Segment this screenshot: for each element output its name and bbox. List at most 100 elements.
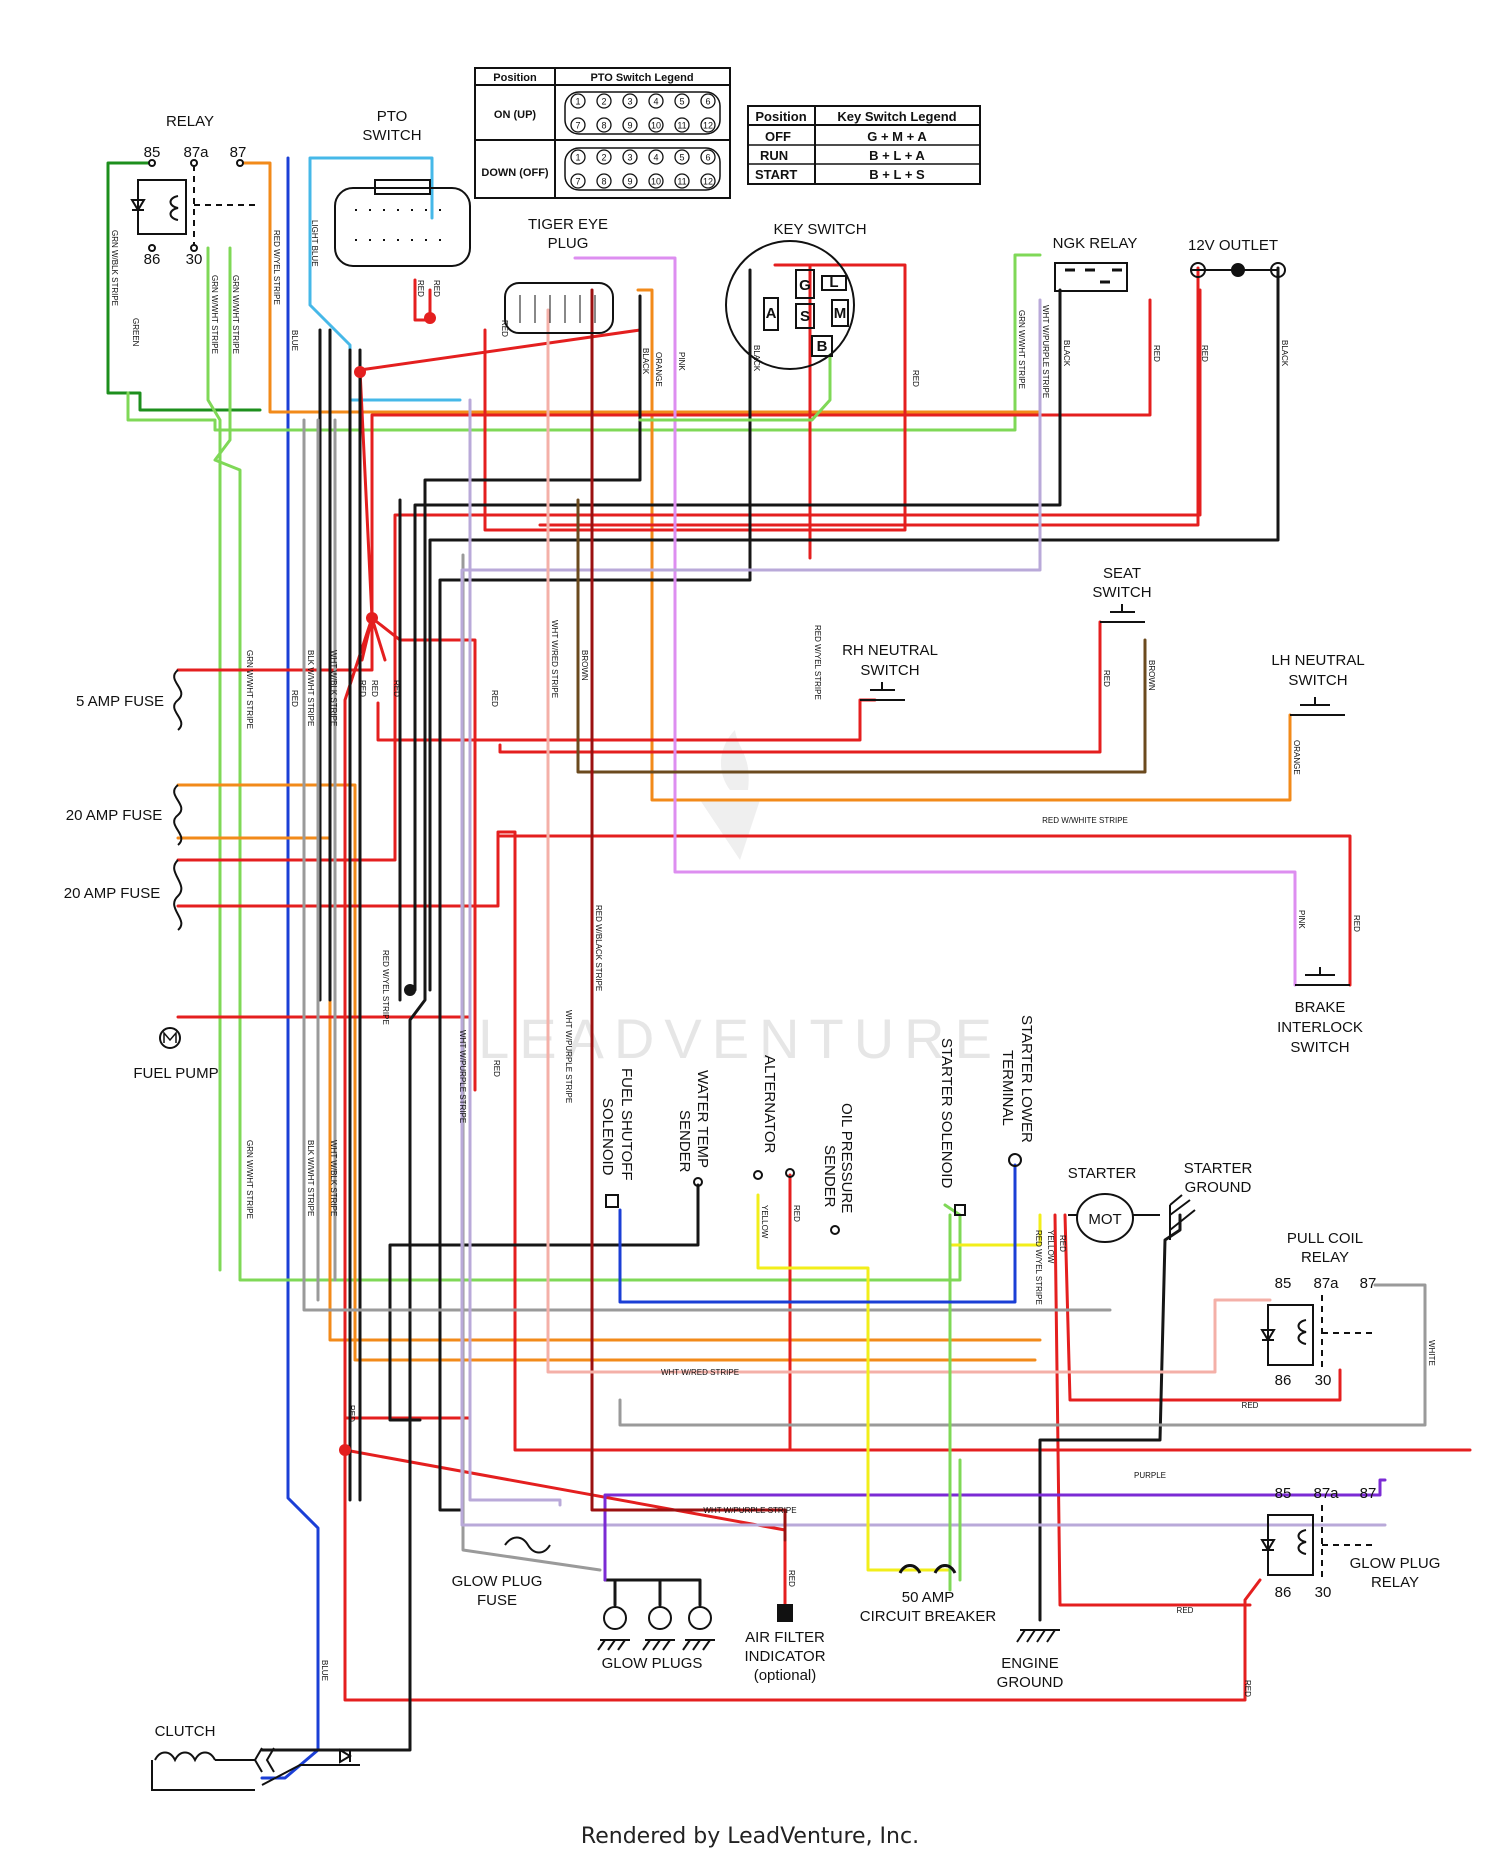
engine-ground-icon	[1016, 1629, 1060, 1643]
relay-pin-30	[190, 244, 198, 252]
pto-switch-body	[334, 187, 471, 267]
pull-coil-pin-86-label: 86	[1275, 1372, 1292, 1389]
wire-label-white: WHITE	[1427, 1340, 1436, 1366]
pull-coil-pin-87a-label: 87a	[1313, 1275, 1339, 1292]
wire-label-red-wyel-2: RED W/YEL STRIPE	[381, 950, 390, 1025]
wire-label-red-wyel-starter: RED W/YEL STRIPE	[1034, 1230, 1043, 1305]
pto-legend-row-on: ON (UP)	[494, 109, 537, 121]
outlet-center-icon	[1231, 263, 1245, 277]
wire-label-light-blue: LIGHT BLUE	[310, 220, 319, 267]
lh-neutral-switch	[1290, 697, 1345, 716]
wire-red-pullcoil	[1063, 1213, 1342, 1402]
key-terminal-g	[795, 269, 815, 299]
pto-pin-circle	[570, 173, 586, 189]
pto-pin-circle	[570, 117, 586, 133]
glow-plug-fuse-icon	[504, 1536, 551, 1554]
wire-red-key	[483, 263, 907, 560]
label-rh-neutral-2: SWITCH	[860, 662, 919, 679]
wire-black-main	[260, 294, 642, 1752]
junctions	[339, 312, 436, 1456]
wire-label-black-ngk: BLACK	[1062, 340, 1071, 367]
key-terminal-l	[821, 275, 847, 291]
relay-pin-85-label: 85	[144, 144, 161, 161]
wire-label-blue-bottom: BLUE	[320, 1660, 329, 1681]
clutch-plate-icon	[253, 1747, 275, 1773]
label-brake-1: BRAKE	[1295, 999, 1346, 1016]
wire-green-key	[638, 353, 832, 422]
pto-pin-number: 2	[601, 97, 606, 107]
wire-label-red-wwhite: RED W/WHITE STRIPE	[1042, 816, 1128, 825]
pull-coil-relay	[1260, 1295, 1375, 1370]
key-legend-row-2-position: RUN	[760, 148, 788, 163]
wire-label-red-key: RED	[911, 370, 920, 387]
wire-label-grn-wwht-3: GRN W/WHT STRIPE	[245, 650, 254, 729]
glow-relay-contact-icon	[1321, 1505, 1375, 1580]
pto-pin-circle	[648, 173, 664, 189]
tiger-eye-body	[504, 282, 614, 334]
label-outlet: 12V OUTLET	[1188, 237, 1278, 254]
wire-label-red-starter: RED	[1177, 1606, 1194, 1615]
wire-label-grn-wwht-4: GRN W/WHT STRIPE	[245, 1140, 254, 1219]
label-air-filter-3: (optional)	[754, 1667, 817, 1684]
junction-red-top	[354, 366, 366, 378]
wire-red-rh	[376, 698, 877, 742]
pto-pin-circle	[622, 117, 638, 133]
label-fuse-20a: 20 AMP FUSE	[66, 807, 162, 824]
key-terminal-s	[795, 303, 815, 329]
wire-blue-starter	[618, 1163, 1017, 1304]
pto-pin-number: 9	[627, 177, 632, 187]
pto-on-pin-frame	[564, 91, 721, 135]
glow-relay-pin-85-label: 85	[1275, 1485, 1292, 1502]
pto-pin-number: 3	[627, 153, 632, 163]
pto-pin-circle	[596, 149, 612, 165]
relay-pin-86-label: 86	[144, 251, 161, 268]
label-starter-lower-1: STARTER LOWER	[1018, 1015, 1035, 1143]
wire-label-red-ngk: RED	[1152, 345, 1161, 362]
label-starter-ground-1: STARTER	[1184, 1160, 1253, 1177]
key-terminal-b-label: B	[817, 338, 828, 355]
ngk-relay	[1054, 262, 1128, 292]
wire-black-key	[438, 268, 752, 1512]
wire-label-purple: PURPLE	[1134, 1471, 1166, 1480]
key-legend-row-3-value: B + L + S	[869, 167, 925, 182]
pto-pin-number: 7	[575, 177, 580, 187]
pto-pin-number: 2	[601, 153, 606, 163]
wire-label-pink: PINK	[677, 352, 686, 371]
wire-label-red-mid: RED	[490, 690, 499, 707]
rh-neutral-contact-icon	[860, 682, 905, 701]
wire-label-wht-wblk: WHT W/BLK STRIPE	[329, 650, 338, 726]
wire-blue-main	[260, 156, 320, 1780]
wire-label-wht-wpurple-4: WHT W/PURPLE STRIPE	[703, 1506, 796, 1515]
pto-pin-circle	[648, 93, 664, 109]
alternator-terminal-1-icon	[753, 1170, 763, 1180]
pto-pin-number: 8	[601, 177, 606, 187]
label-alternator: ALTERNATOR	[761, 1055, 778, 1154]
wire-black-glow	[603, 1558, 702, 1607]
relay-pin-86	[148, 244, 156, 252]
pto-pin-number: 4	[653, 97, 658, 107]
wire-red-fuse20b	[176, 830, 1472, 1452]
fuel-pump	[159, 1027, 181, 1049]
wire-gray-left	[302, 418, 1112, 1312]
pto-pin-number: 6	[705, 97, 710, 107]
glow-relay-diode-icon	[1260, 1539, 1276, 1552]
wire-red-seat	[498, 620, 1102, 754]
key-terminal-m	[831, 299, 849, 327]
pto-pin-number: 5	[679, 153, 684, 163]
wire-yellow	[756, 1193, 1042, 1572]
fuel-pump-icon	[159, 1027, 181, 1049]
wire-black-harness	[318, 328, 402, 1502]
label-engine-ground-1: ENGINE	[1001, 1655, 1059, 1672]
breaker-icon	[898, 1564, 957, 1574]
label-lh-neutral-2: SWITCH	[1288, 672, 1347, 689]
glow-plug-relay	[1260, 1505, 1375, 1580]
relay-contact-icon	[193, 165, 255, 245]
wire-red-fuel-pump	[176, 1015, 472, 1420]
glow-relay-pin-87a-label: 87a	[1313, 1485, 1339, 1502]
starter-solenoid-icon	[954, 1204, 966, 1216]
wire-label-red-j1: RED	[358, 680, 367, 697]
wire-label-red-wyel-key: RED W/YEL STRIPE	[813, 625, 822, 700]
pto-switch-tab	[374, 179, 431, 195]
glow-relay-box	[1267, 1514, 1314, 1576]
glow-plug-1-icon	[603, 1606, 627, 1630]
